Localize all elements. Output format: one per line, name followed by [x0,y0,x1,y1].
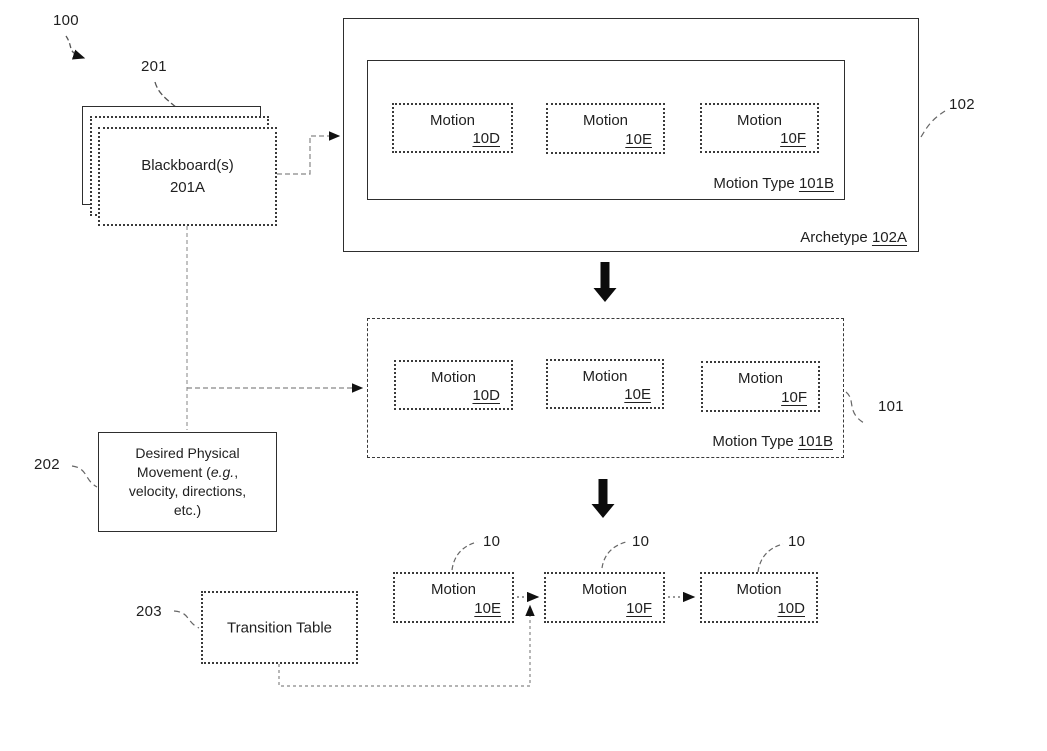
transition-table-label: Transition Table [226,619,333,636]
blackboard-title: Blackboard(s) [141,157,234,174]
motion-box-10D: Motion 10D [394,360,513,410]
motion-title: Motion [430,581,477,598]
motion-ref: 10D [777,600,805,617]
motion-ref: 10F [781,389,807,406]
flow-arrow-down-icon [591,479,615,518]
leader-10 [451,541,478,571]
motion-type-label: Motion Type 101B [712,433,833,450]
motion-box-10F: Motion 10F [701,361,820,412]
motion-title: Motion [582,112,629,129]
leader-102 [920,110,946,138]
motion-ref: 10F [780,130,806,147]
motion-ref: 10D [472,130,500,147]
desired-movement-text: Desired Physical Movement (e.g., velocit… [99,444,276,520]
motion-title: Motion [736,112,783,129]
blackboard-box: Blackboard(s) 201A [98,127,277,226]
leader-202 [71,465,98,488]
ref-202: 202 [34,456,60,473]
motion-ref: 10D [472,387,500,404]
motion-type-label-ref: 101B [797,433,833,450]
movement-line2-em: e.g. [210,464,235,480]
ref-10: 10 [788,533,806,550]
movement-line1: Desired Physical [135,445,240,461]
motion-box-10E: Motion 10E [546,103,665,154]
motion-box-10F: Motion 10F [700,103,819,153]
motion-box-10E: Motion 10E [393,572,514,623]
movement-line4: etc.) [173,502,202,518]
leader-203 [173,610,200,629]
transition-table-box: Transition Table [201,591,358,664]
motion-title: Motion [430,369,477,386]
desired-movement-box: Desired Physical Movement (e.g., velocit… [98,432,277,532]
motion-type-label-text: Motion Type [712,433,794,450]
motion-title: Motion [581,581,628,598]
movement-line3: velocity, directions, [128,483,247,499]
archetype-label-text: Archetype [800,229,868,246]
motion-type-label: Motion Type 101B [713,175,834,192]
motion-ref: 10E [474,600,501,617]
movement-line2-post: , [234,464,239,480]
archetype-label-ref: 102A [871,229,907,246]
blackboard-ref: 201A [169,179,206,196]
ref-101-mid: 101 [878,398,904,415]
motion-type-label-text: Motion Type [713,175,795,192]
connector-blackboard-archetype [277,131,341,175]
movement-line2-pre: Movement ( [136,464,211,480]
movement-line2: Movement (e.g., [99,463,276,482]
motion-box-10D: Motion 10D [700,572,818,623]
ref-102: 102 [949,96,975,113]
blackboard-text: Blackboard(s) 201A [100,155,275,199]
ref-100: 100 [53,12,79,29]
archetype-label: Archetype 102A [800,229,907,246]
ref-10: 10 [632,533,650,550]
ref-203: 203 [136,603,162,620]
leader-101-mid [845,391,865,424]
figure-ref-arrow [65,35,86,60]
flow-arrow-down-icon [593,262,617,302]
motion-ref: 10F [626,600,652,617]
motion-type-label-ref: 101B [798,175,834,192]
motion-box-10D: Motion 10D [392,103,513,153]
motion-title: Motion [429,112,476,129]
leader-10 [757,543,784,573]
motion-title: Motion [737,370,784,387]
motion-title: Motion [582,368,628,385]
ref-10: 10 [483,533,501,550]
ref-201: 201 [141,58,167,75]
motion-ref: 10E [624,386,651,403]
motion-box-10F: Motion 10F [544,572,665,623]
motion-ref: 10E [625,131,652,148]
leader-10 [601,541,627,569]
motion-box-10E: Motion 10E [546,359,664,409]
motion-title: Motion [736,581,782,598]
